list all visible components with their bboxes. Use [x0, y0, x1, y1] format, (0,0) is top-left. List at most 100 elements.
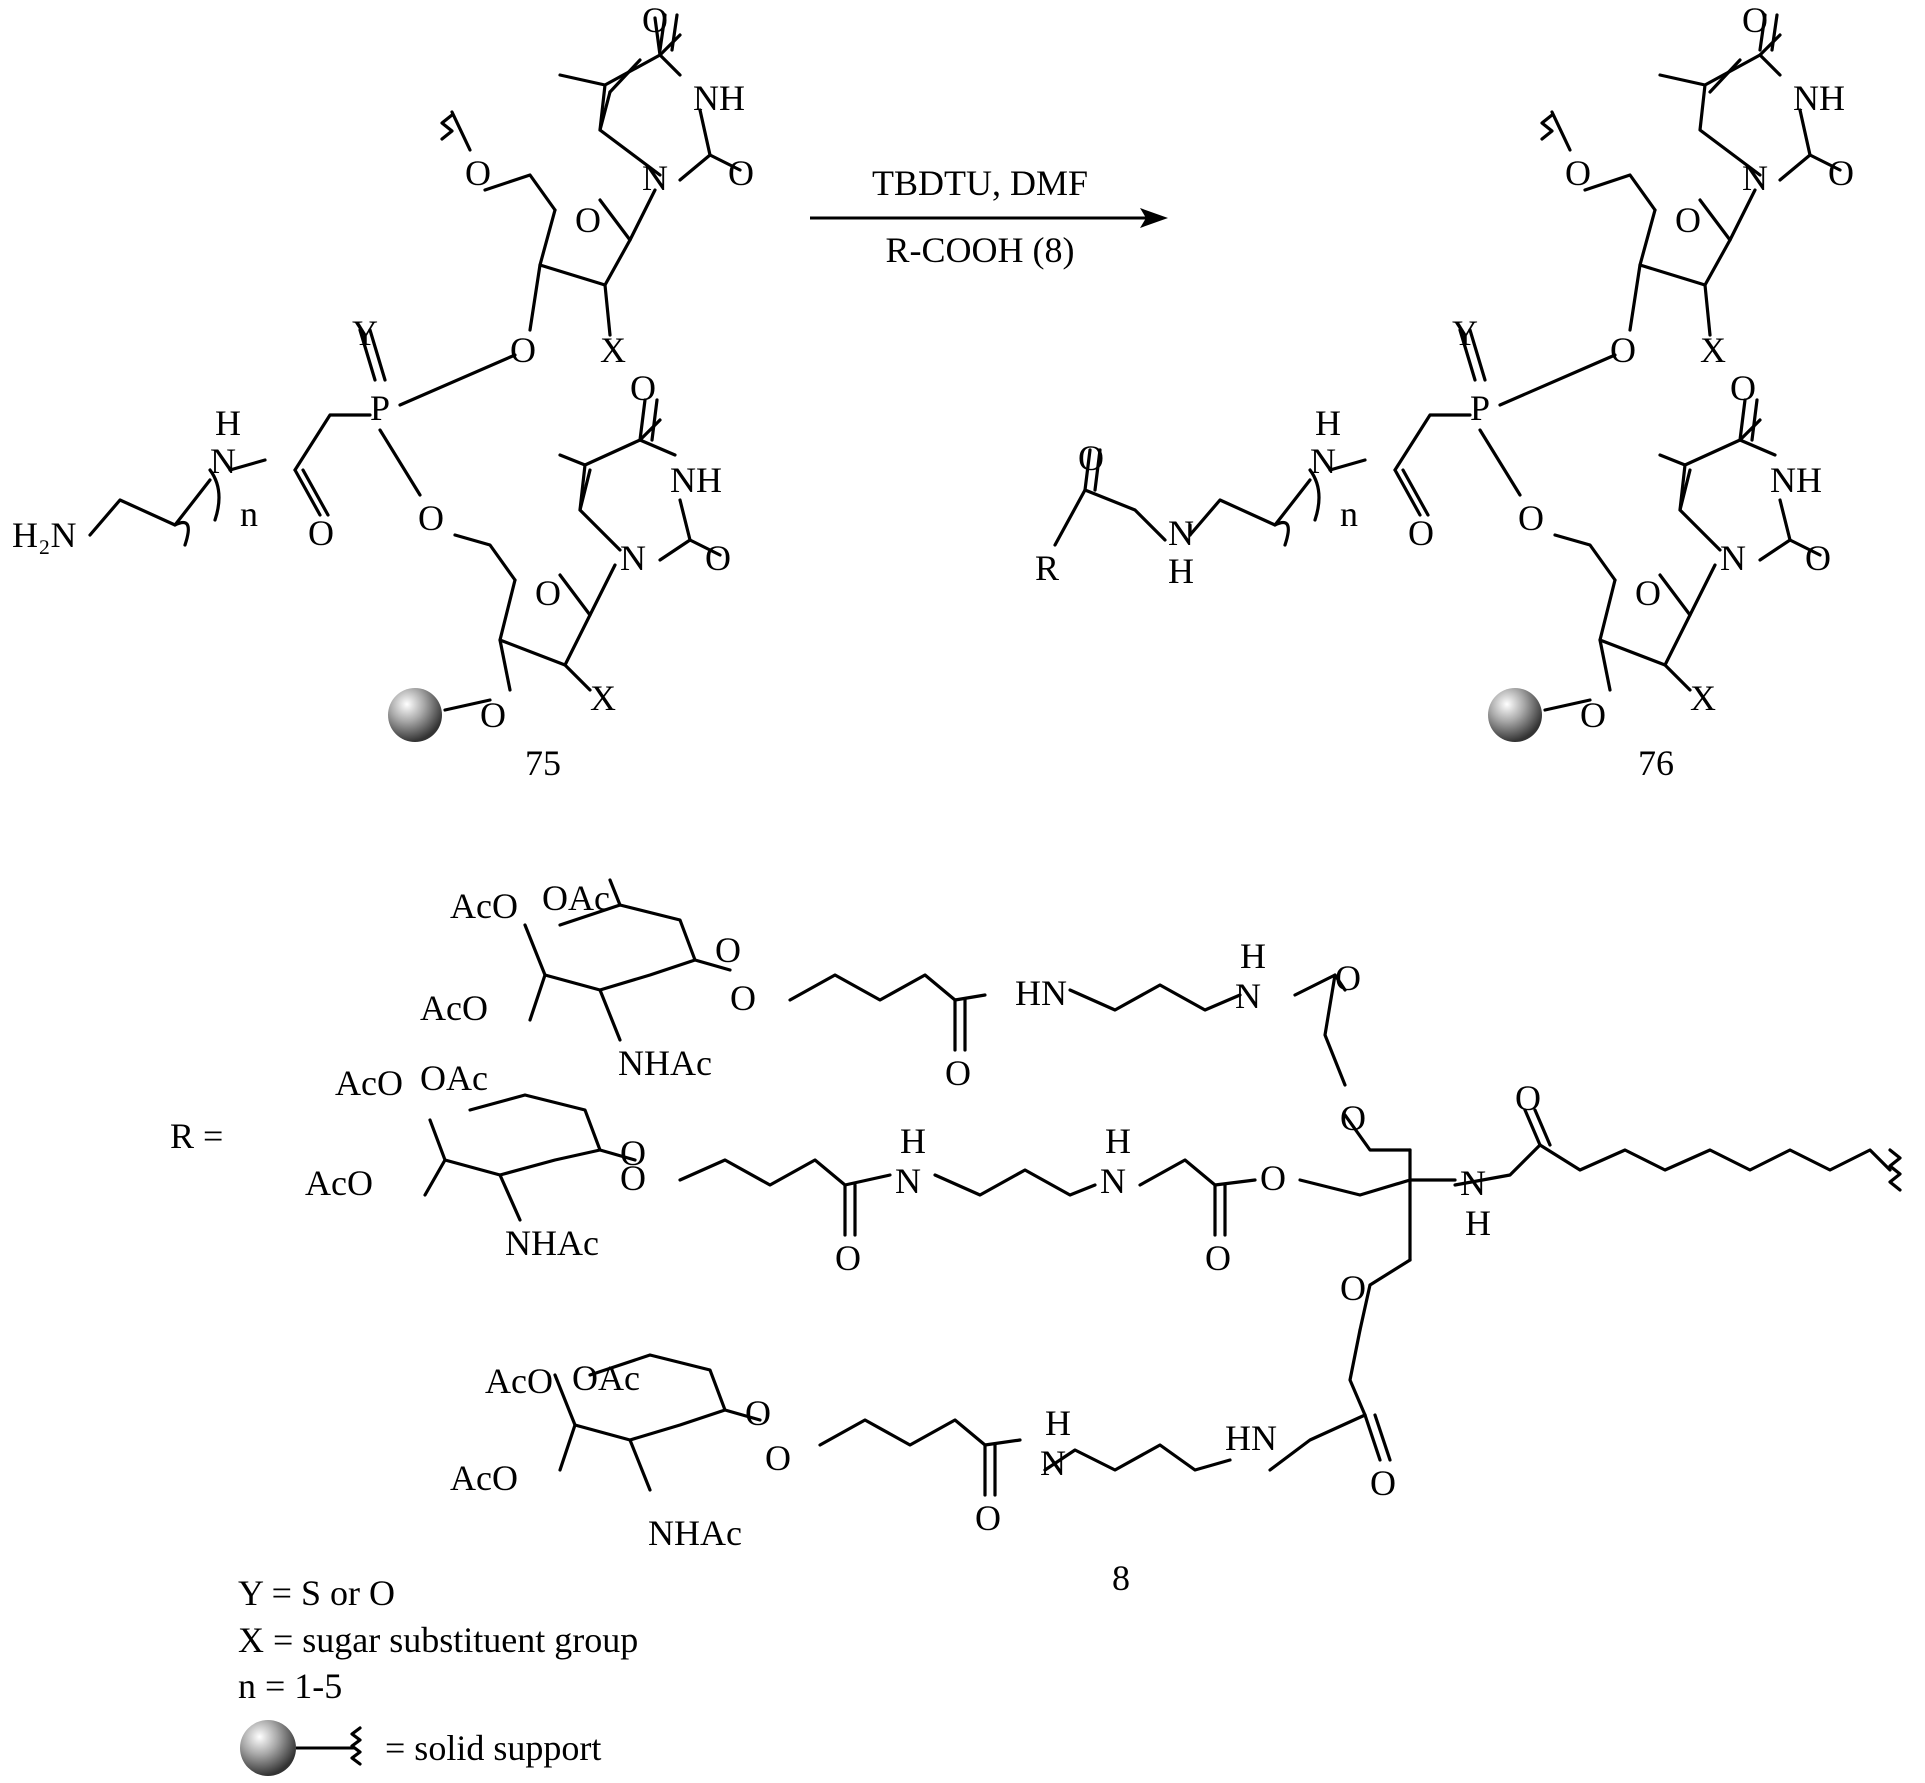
galnac-branch-middle: AcO OAc AcO NHAc O O N H O N H O O — [305, 1058, 1455, 1278]
legend-x-definition: X = sugar substituent group — [238, 1620, 638, 1660]
svg-text:N: N — [1040, 1443, 1066, 1483]
svg-text:O: O — [1518, 498, 1544, 538]
solid-support-sphere-76 — [1488, 688, 1542, 742]
svg-text:O: O — [1610, 330, 1636, 370]
svg-text:X: X — [600, 330, 626, 370]
svg-text:OAc: OAc — [572, 1358, 640, 1398]
svg-text:NH: NH — [670, 460, 722, 500]
svg-text:P: P — [1470, 388, 1490, 428]
svg-text:H: H — [1465, 1203, 1491, 1243]
svg-text:O: O — [535, 573, 561, 613]
svg-text:O: O — [1742, 0, 1768, 40]
svg-text:n: n — [240, 494, 258, 534]
svg-text:AcO: AcO — [420, 988, 488, 1028]
svg-text:N: N — [1310, 441, 1336, 481]
galnac-branch-top: AcO OAc AcO NHAc O O O HN N H O O — [420, 878, 1410, 1150]
svg-text:O: O — [1260, 1158, 1286, 1198]
svg-text:O: O — [765, 1438, 791, 1478]
svg-text:AcO: AcO — [450, 886, 518, 926]
compound-75-number: 75 — [525, 743, 561, 783]
svg-text:O: O — [1370, 1463, 1396, 1503]
svg-text:O: O — [1515, 1078, 1541, 1118]
svg-text:P: P — [370, 388, 390, 428]
svg-text:AcO: AcO — [335, 1063, 403, 1103]
svg-text:X: X — [1690, 678, 1716, 718]
svg-text:NHAc: NHAc — [648, 1513, 742, 1553]
svg-text:X: X — [590, 678, 616, 718]
reaction-arrow — [810, 208, 1168, 228]
svg-text:N: N — [210, 441, 236, 481]
svg-text:O: O — [1730, 368, 1756, 408]
solid-support-sphere-75 — [388, 688, 442, 742]
svg-text:n: n — [1340, 494, 1358, 534]
svg-text:N: N — [895, 1161, 921, 1201]
svg-text:H: H — [1045, 1403, 1071, 1443]
svg-text:R: R — [1035, 548, 1059, 588]
compound-8-number: 8 — [1112, 1558, 1130, 1598]
svg-text:H: H — [1105, 1121, 1131, 1161]
svg-text:N: N — [1235, 976, 1261, 1016]
svg-text:O: O — [1635, 573, 1661, 613]
svg-text:O: O — [1805, 538, 1831, 578]
svg-text:O: O — [510, 330, 536, 370]
quaternary-center-and-chain: N H O — [1360, 1078, 1900, 1330]
svg-text:Y: Y — [352, 313, 378, 353]
legend-y-definition: Y = S or O — [238, 1573, 395, 1613]
svg-text:AcO: AcO — [485, 1361, 553, 1401]
svg-text:O: O — [1580, 695, 1606, 735]
svg-text:O: O — [1078, 438, 1104, 478]
svg-text:O: O — [1565, 153, 1591, 193]
r-group-label: R = — [170, 1116, 223, 1156]
galnac-branch-bottom: AcO OAc AcO NHAc O O O N H HN O O — [450, 1268, 1396, 1553]
svg-text:N: N — [1460, 1163, 1486, 1203]
compound-76-number: 76 — [1638, 743, 1674, 783]
svg-text:O: O — [835, 1238, 861, 1278]
svg-text:N: N — [1168, 513, 1194, 553]
svg-text:N: N — [1720, 538, 1746, 578]
svg-text:O: O — [418, 498, 444, 538]
svg-text:AcO: AcO — [450, 1458, 518, 1498]
svg-text:H: H — [1240, 936, 1266, 976]
svg-text:O: O — [1408, 513, 1434, 553]
svg-text:O: O — [620, 1158, 646, 1198]
svg-text:O: O — [1828, 153, 1854, 193]
svg-text:AcO: AcO — [305, 1163, 373, 1203]
svg-text:O: O — [730, 978, 756, 1018]
svg-text:NH: NH — [693, 78, 745, 118]
svg-text:O: O — [1335, 958, 1361, 998]
solid-support-legend-sphere — [240, 1720, 296, 1776]
svg-text:O: O — [1675, 200, 1701, 240]
svg-text:H: H — [900, 1121, 926, 1161]
svg-text:H: H — [1168, 551, 1194, 591]
svg-text:X: X — [1700, 330, 1726, 370]
svg-text:O: O — [1205, 1238, 1231, 1278]
svg-text:HN: HN — [1015, 973, 1067, 1013]
svg-text:OAc: OAc — [542, 878, 610, 918]
svg-text:O: O — [728, 153, 754, 193]
svg-text:N: N — [620, 538, 646, 578]
svg-text:O: O — [1340, 1268, 1366, 1308]
svg-text:NHAc: NHAc — [505, 1223, 599, 1263]
svg-text:O: O — [465, 153, 491, 193]
compound-76-amide-cap: O N H R — [1035, 438, 1194, 591]
svg-text:OAc: OAc — [420, 1058, 488, 1098]
svg-text:O: O — [715, 930, 741, 970]
svg-text:O: O — [575, 200, 601, 240]
compound-76-labels: O O N NH O O O X Y P O H N n O O N NH O … — [1310, 0, 1854, 735]
svg-text:NHAc: NHAc — [618, 1043, 712, 1083]
svg-text:O: O — [308, 513, 334, 553]
svg-text:NH: NH — [1770, 460, 1822, 500]
svg-text:H₂N: H₂N — [12, 515, 77, 555]
legend: Y = S or O X = sugar substituent group n… — [238, 1573, 638, 1776]
svg-text:O: O — [945, 1053, 971, 1093]
svg-text:O: O — [480, 695, 506, 735]
svg-text:Y: Y — [1452, 313, 1478, 353]
svg-text:O: O — [705, 538, 731, 578]
svg-text:H: H — [215, 403, 241, 443]
svg-text:O: O — [745, 1393, 771, 1433]
wavy-bond-icon — [352, 1728, 360, 1764]
legend-support-definition: = solid support — [385, 1728, 601, 1768]
svg-text:O: O — [642, 0, 668, 40]
legend-n-definition: n = 1-5 — [238, 1666, 342, 1706]
